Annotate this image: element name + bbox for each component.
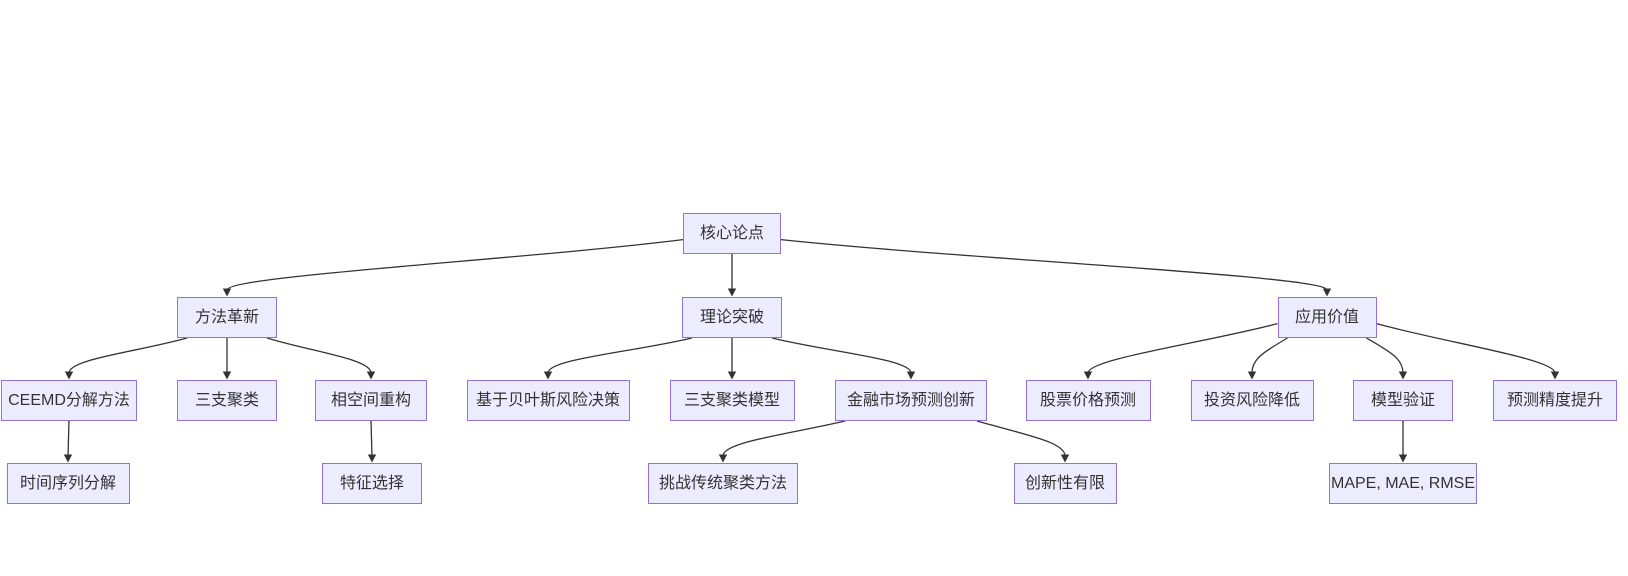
edge-application-accuracy (1376, 323, 1556, 374)
node-risk: 投资风险降低 (1190, 380, 1314, 421)
arrowhead-icon (63, 454, 73, 463)
arrowhead-icon (1322, 288, 1332, 297)
node-challenge: 挑战传统聚类方法 (648, 463, 798, 504)
node-feature: 特征选择 (322, 463, 422, 504)
node-label: 预测精度提升 (1506, 391, 1603, 409)
node-label: 股票价格预测 (1039, 391, 1136, 409)
node-metrics: MAPE, MAE, RMSE (1329, 463, 1477, 504)
edge-theory-finance (771, 337, 912, 374)
edge-application-stock (1087, 323, 1278, 374)
edge-method-ceemd (68, 337, 188, 374)
arrowhead-icon (718, 454, 728, 463)
node-root: 核心论点 (683, 213, 781, 254)
node-limited: 创新性有限 (1013, 463, 1117, 504)
node-label: 相空间重构 (330, 391, 411, 409)
node-theory: 理论突破 (682, 297, 782, 338)
arrowhead-icon (906, 371, 916, 380)
edge-application-risk (1251, 337, 1288, 374)
arrowhead-icon (1083, 371, 1093, 380)
edge-theory-bayes (547, 337, 693, 374)
node-label: 方法革新 (194, 308, 259, 326)
node-label: MAPE, MAE, RMSE (1330, 474, 1476, 492)
node-label: 基于贝叶斯风险决策 (475, 391, 620, 409)
arrowhead-icon (1550, 371, 1560, 380)
node-label: CEEMD分解方法 (8, 391, 130, 409)
node-stock: 股票价格预测 (1025, 380, 1151, 421)
node-ts-decomp: 时间序列分解 (6, 463, 130, 504)
node-three-way: 三支聚类 (177, 380, 277, 421)
arrowhead-icon (222, 371, 232, 380)
node-label: 三支聚类 (194, 391, 259, 409)
edge-finance-challenge (722, 420, 846, 457)
edge-finance-limited (976, 420, 1066, 457)
node-label: 核心论点 (699, 224, 764, 242)
edge-root-application (780, 239, 1328, 291)
arrowhead-icon (366, 371, 376, 380)
arrowhead-icon (1247, 371, 1257, 380)
node-label: 金融市场预测创新 (846, 391, 975, 409)
arrowhead-icon (543, 371, 553, 380)
arrowhead-icon (64, 371, 74, 380)
node-label: 挑战传统聚类方法 (658, 474, 787, 492)
edge-application-validation (1366, 337, 1404, 374)
arrowhead-icon (727, 371, 737, 380)
arrowhead-icon (1398, 371, 1408, 380)
arrowhead-icon (727, 288, 737, 297)
edge-root-method (226, 239, 684, 291)
node-label: 特征选择 (339, 474, 404, 492)
node-phase-space: 相空间重构 (315, 380, 427, 421)
node-label: 理论突破 (699, 308, 764, 326)
node-label: 创新性有限 (1024, 474, 1105, 492)
edge-phase-space-feature (370, 420, 373, 457)
node-label: 三支聚类模型 (683, 391, 780, 409)
arrowhead-icon (1060, 454, 1070, 463)
node-finance: 金融市场预测创新 (835, 380, 987, 421)
node-twc-model: 三支聚类模型 (669, 380, 795, 421)
edge-method-phase-space (266, 337, 372, 374)
node-accuracy: 预测精度提升 (1493, 380, 1617, 421)
node-bayes: 基于贝叶斯风险决策 (466, 380, 630, 421)
node-validation: 模型验证 (1353, 380, 1453, 421)
node-label: 应用价值 (1294, 308, 1359, 326)
arrowhead-icon (367, 454, 377, 463)
node-method: 方法革新 (177, 297, 277, 338)
edge-ceemd-ts-decomp (67, 420, 70, 457)
node-label: 时间序列分解 (19, 474, 116, 492)
node-ceemd: CEEMD分解方法 (1, 380, 137, 421)
node-label: 投资风险降低 (1203, 391, 1300, 409)
arrowhead-icon (222, 288, 232, 297)
node-label: 模型验证 (1370, 391, 1435, 409)
arrowhead-icon (1398, 454, 1408, 463)
node-application: 应用价值 (1277, 297, 1377, 338)
